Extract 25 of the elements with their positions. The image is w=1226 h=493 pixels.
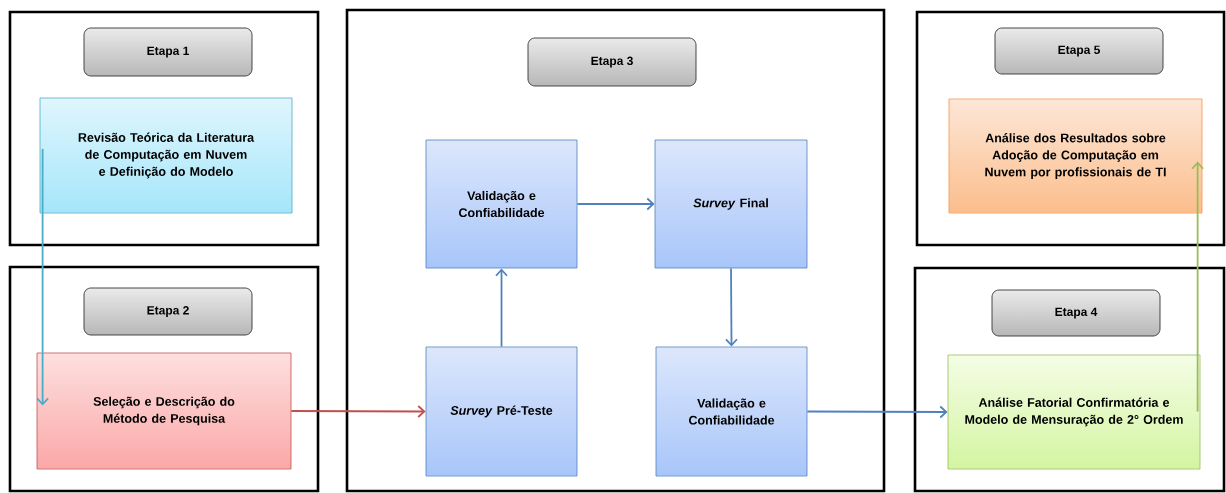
stage-label: Etapa 4 [991, 289, 1161, 337]
process-box: Seleção e Descrição do Método de Pesquisa [36, 352, 292, 470]
stage-label: Etapa 3 [527, 37, 697, 87]
arrow [290, 405, 426, 418]
process-box: Análise Fatorial Confirmatória e Modelo de Mensuração de 2° Ordem [947, 354, 1201, 470]
arrow [36, 148, 49, 406]
arrow [1191, 161, 1204, 413]
process-box: Survey Final [654, 139, 808, 269]
process-box: Survey Pré-Teste [425, 346, 578, 477]
arrow [576, 197, 655, 211]
process-box: Validação e Confiabilidade [655, 346, 808, 477]
stage-label: Etapa 1 [83, 27, 253, 77]
panel-frame [8, 10, 320, 247]
process-box: Validação e Confiabilidade [425, 139, 578, 269]
panel-frame [913, 266, 1226, 493]
stage-label: Etapa 5 [994, 27, 1164, 75]
process-box: Revisão Teórica da Literatura de Computação em Nuvem e Definição do Modelo [39, 97, 293, 214]
arrow [495, 268, 508, 348]
arrow [725, 267, 738, 347]
panel-frame [915, 10, 1226, 247]
process-box: Análise dos Resultados sobre Adoção de Computação em Nuvem por profissionais de TI [948, 98, 1203, 214]
panel-frame [345, 8, 886, 493]
arrow [806, 405, 948, 419]
panel-frame [8, 265, 320, 493]
stage-label: Etapa 2 [83, 287, 253, 336]
